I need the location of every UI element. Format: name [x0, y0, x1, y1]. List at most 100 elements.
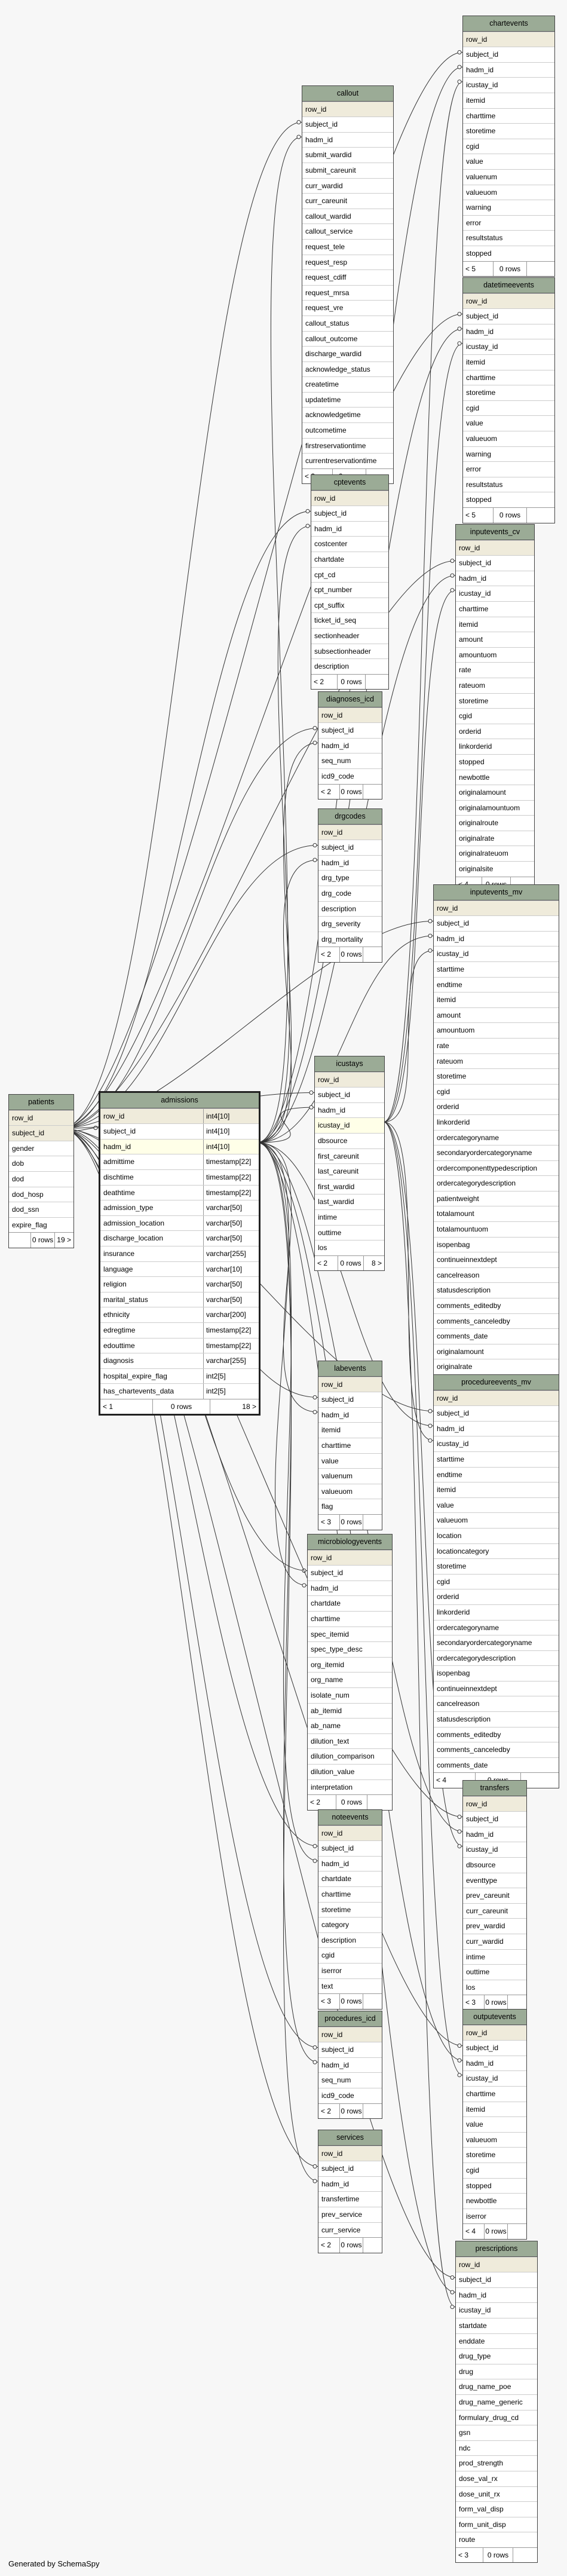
column-row[interactable]: value — [463, 2116, 526, 2132]
column-row[interactable]: row_id — [318, 1825, 382, 1841]
column-row[interactable]: storetime — [463, 123, 554, 139]
column-row[interactable]: icustay_id — [463, 1842, 526, 1857]
column-row[interactable]: subject_id — [318, 2161, 382, 2176]
column-row[interactable]: subject_id — [434, 915, 559, 931]
table-header[interactable]: noteevents — [318, 1810, 382, 1825]
column-row[interactable]: spec_itemid — [308, 1626, 392, 1642]
column-row[interactable]: orderid — [434, 1099, 559, 1114]
column-row[interactable]: rateuom — [434, 1053, 559, 1069]
column-row[interactable]: row_id — [308, 1549, 392, 1566]
column-row[interactable]: category — [318, 1917, 382, 1932]
column-row[interactable]: form_unit_disp — [456, 2516, 537, 2532]
column-row[interactable]: row_id — [434, 900, 559, 916]
column-row[interactable]: los — [315, 1240, 384, 1255]
column-row[interactable]: subject_id — [9, 1125, 73, 1141]
column-row[interactable]: route — [456, 2532, 537, 2547]
column-row[interactable]: hadm_id — [463, 1826, 526, 1842]
column-row[interactable]: value — [434, 1497, 559, 1513]
column-row[interactable]: icustay_id — [456, 586, 534, 601]
column-row[interactable]: request_cdiff — [302, 269, 393, 285]
column-row[interactable]: subject_id — [463, 47, 554, 62]
column-row[interactable]: iserror — [463, 2208, 526, 2224]
column-row[interactable]: dod — [9, 1171, 73, 1187]
column-row[interactable]: drg_code — [318, 885, 382, 901]
column-row[interactable]: originalrate — [434, 1359, 559, 1374]
column-row[interactable]: description — [318, 1932, 382, 1948]
column-row[interactable]: warning — [463, 446, 554, 462]
column-row[interactable]: expire_flag — [9, 1217, 73, 1233]
column-row[interactable]: itemid — [463, 354, 554, 370]
column-row[interactable]: row_id — [463, 31, 554, 47]
column-row[interactable]: starttime — [434, 1451, 559, 1467]
column-row[interactable]: continueinnextdept — [434, 1252, 559, 1267]
column-row[interactable]: row_id — [318, 2026, 382, 2042]
column-row[interactable]: rateuom — [456, 677, 534, 693]
column-row[interactable]: callout_wardid — [302, 208, 393, 224]
column-row[interactable]: drg_severity — [318, 916, 382, 932]
column-row[interactable]: hadm_id — [318, 737, 382, 753]
column-row[interactable]: subject_id — [318, 722, 382, 738]
column-row[interactable]: linkorderid — [434, 1604, 559, 1620]
column-row[interactable]: rate — [456, 662, 534, 678]
column-row[interactable]: hadm_id — [318, 2176, 382, 2192]
column-row[interactable]: last_wardid — [315, 1194, 384, 1209]
table-header[interactable]: cptevents — [311, 475, 388, 491]
column-row[interactable]: stopped — [463, 245, 554, 261]
column-row[interactable]: charttime — [463, 108, 554, 124]
parent-count[interactable]: < 1 — [103, 1402, 114, 1411]
column-row[interactable]: endtime — [434, 976, 559, 993]
parent-count[interactable]: < 3 — [465, 1998, 476, 2007]
column-row[interactable]: subject_id — [463, 308, 554, 324]
column-row[interactable]: ab_name — [308, 1718, 392, 1733]
column-row[interactable]: charttime — [318, 1886, 382, 1902]
column-row[interactable]: dod_hosp — [9, 1186, 73, 1202]
column-row[interactable]: submit_wardid — [302, 147, 393, 163]
parent-count[interactable]: < 2 — [314, 677, 324, 686]
column-row[interactable]: storetime — [456, 693, 534, 709]
column-row[interactable]: subject_id — [318, 1392, 382, 1407]
column-row[interactable]: row_id — [311, 490, 388, 506]
column-row[interactable]: icustay_id — [463, 2070, 526, 2086]
column-row[interactable]: formulary_drug_cd — [456, 2409, 537, 2425]
column-row[interactable]: warning — [463, 200, 554, 215]
column-row[interactable]: cgid — [463, 2162, 526, 2178]
column-row[interactable]: totalamountuom — [434, 1221, 559, 1237]
column-row[interactable]: orderid — [434, 1589, 559, 1604]
column-row[interactable]: statusdescription — [434, 1711, 559, 1727]
column-row[interactable]: valueuom — [463, 2131, 526, 2148]
column-row[interactable]: row_id — [463, 293, 554, 309]
table-header[interactable]: patients — [9, 1095, 73, 1110]
child-count[interactable]: 8 > — [371, 1258, 382, 1267]
table-header[interactable]: procedures_icd — [318, 2011, 382, 2027]
column-row[interactable]: description — [318, 900, 382, 917]
parent-count[interactable]: < 2 — [321, 2241, 332, 2250]
column-row[interactable]: request_vre — [302, 300, 393, 316]
column-row[interactable]: org_itemid — [308, 1656, 392, 1673]
column-row[interactable]: amount — [456, 632, 534, 647]
column-row[interactable]: icustay_id — [463, 339, 554, 354]
column-row[interactable]: icustay_id — [456, 2302, 537, 2318]
column-row[interactable]: createtime — [302, 376, 393, 392]
parent-count[interactable]: < 3 — [321, 1997, 332, 2006]
column-row[interactable]: subject_id — [318, 840, 382, 855]
column-row[interactable]: hadm_id — [434, 1420, 559, 1436]
column-row[interactable]: iserror — [318, 1962, 382, 1978]
column-row[interactable]: dob — [9, 1156, 73, 1171]
column-row[interactable]: totalamount — [434, 1206, 559, 1221]
column-row[interactable]: storetime — [434, 1558, 559, 1574]
child-count[interactable]: 18 > — [242, 1402, 256, 1411]
column-row[interactable]: acknowledge_status — [302, 361, 393, 377]
column-row[interactable]: endtime — [434, 1466, 559, 1482]
column-row[interactable]: continueinnextdept — [434, 1680, 559, 1696]
column-row[interactable]: charttime — [308, 1610, 392, 1627]
